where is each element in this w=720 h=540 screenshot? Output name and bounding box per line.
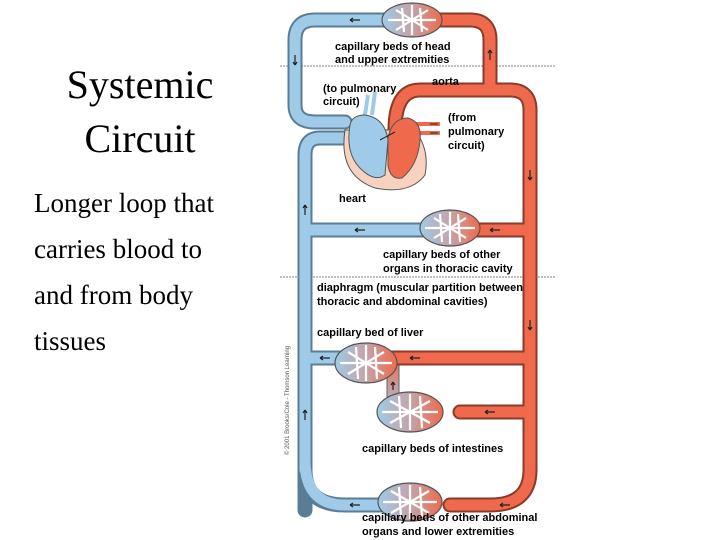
- arrow-icon: [319, 355, 330, 361]
- label-thoracic-line-1: capillary beds of other: [383, 249, 501, 261]
- artery-head: [434, 14, 496, 91]
- arrow-icon: [354, 227, 365, 233]
- arrow-icon: [484, 409, 495, 415]
- label-lower-line-2: organs and lower extremities: [362, 526, 514, 538]
- capillary-bed-intestines: [376, 391, 444, 433]
- label-head-line-1: capillary beds of head: [335, 41, 451, 53]
- body-line-3: and from body: [34, 280, 193, 310]
- label-liver: capillary bed of liver: [317, 327, 424, 339]
- title-line-2: Circuit: [84, 116, 196, 161]
- arrow-icon: [292, 55, 298, 66]
- arrow-icon: [349, 502, 360, 508]
- vena-cava-inferior: [299, 132, 351, 476]
- arrow-icon: [390, 381, 396, 390]
- capillary-bed-liver: [334, 342, 398, 384]
- label-from-pulmonary-line-3: circuit): [448, 140, 485, 152]
- label-diaphragm-line-2: thoracic and abdominal cavities): [317, 296, 488, 308]
- body-line-2: carries blood to: [34, 234, 202, 264]
- body-line-4: tissues: [34, 326, 107, 356]
- capillary-bed-lower: [377, 482, 443, 522]
- label-thoracic-line-2: organs in thoracic cavity: [383, 263, 513, 275]
- label-diaphragm-line-1: diaphragm (muscular partition between: [317, 282, 523, 294]
- vein-lower-return: [299, 454, 391, 511]
- arrow-icon: [302, 409, 308, 420]
- title-line-1: Systemic: [66, 62, 214, 107]
- vein-head-return: [289, 14, 391, 128]
- veins: [287, 12, 438, 518]
- arrow-icon: [527, 320, 533, 331]
- arrow-icon: [302, 204, 308, 215]
- heart-icon: [343, 91, 440, 191]
- slide-title: Systemic Circuit: [20, 58, 260, 166]
- label-aorta: aorta: [432, 76, 460, 88]
- label-from-pulmonary-line-2: pulmonary: [448, 126, 505, 138]
- arrow-icon: [349, 17, 360, 23]
- arrow-icon: [409, 355, 420, 361]
- capillary-bed-head: [381, 2, 443, 38]
- slide-body: Longer loop that carries blood to and fr…: [34, 180, 274, 364]
- body-line-1: Longer loop that: [34, 188, 214, 218]
- arrow-icon: [527, 170, 533, 181]
- capillary-bed-thoracic: [419, 209, 481, 247]
- label-lower-line-1: capillary beds of other abdominal: [362, 512, 537, 524]
- label-to-pulmonary-line-1: (to pulmonary: [323, 83, 397, 95]
- aorta-main: [389, 84, 536, 511]
- label-head-line-2: and upper extremities: [335, 54, 449, 66]
- arrow-icon: [499, 502, 510, 508]
- label-from-pulmonary-line-1: (from: [448, 112, 476, 124]
- arrow-icon: [489, 227, 500, 233]
- arrow-icon: [487, 49, 493, 60]
- copyright-text: © 2001 Brooks/Cole - Thomson Learning: [284, 346, 291, 455]
- label-intestines: capillary beds of intestines: [362, 443, 503, 455]
- label-to-pulmonary-line-2: circuit): [323, 96, 360, 108]
- label-heart: heart: [339, 193, 366, 205]
- flow-arrows: [292, 17, 533, 508]
